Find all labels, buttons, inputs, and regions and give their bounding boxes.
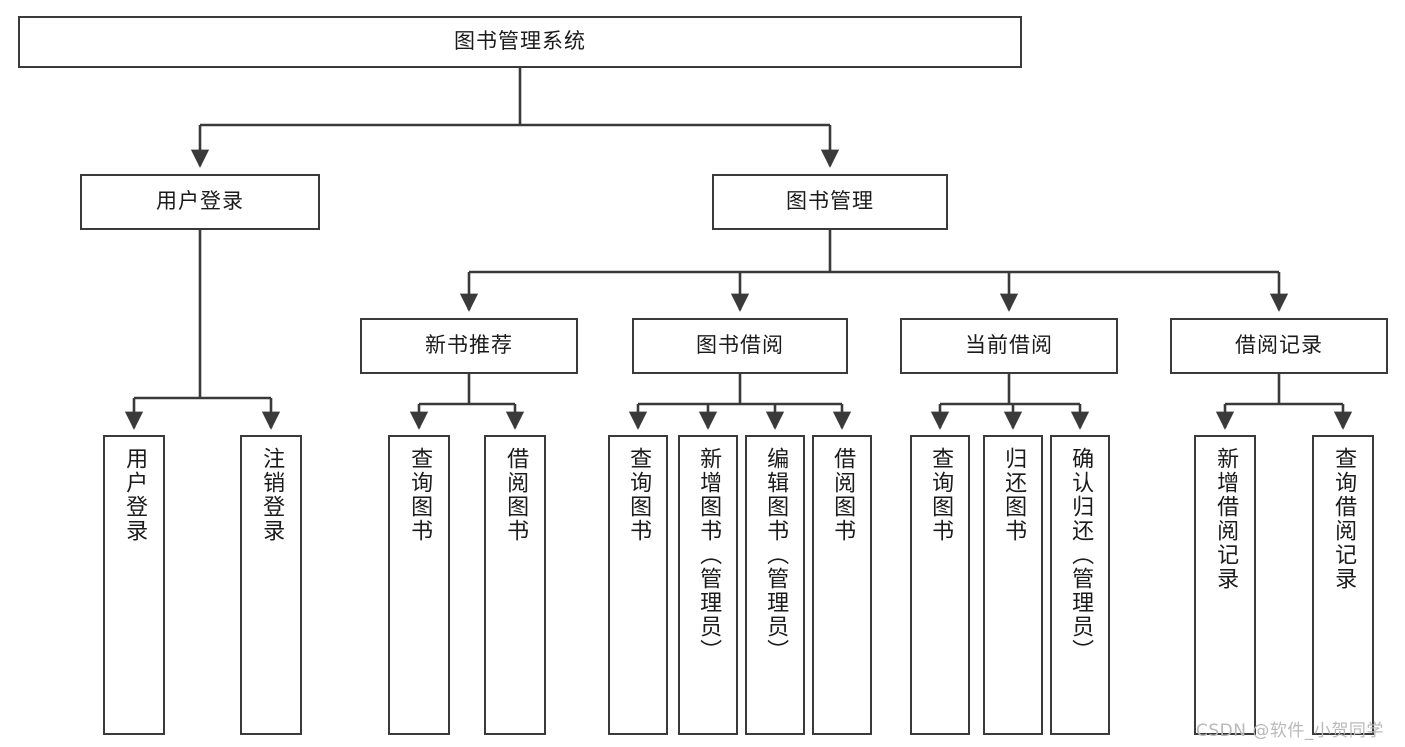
node-leaf-query-book-1[interactable]: 查询图书 xyxy=(388,435,450,735)
node-new-book-rec[interactable]: 新书推荐 xyxy=(360,318,578,374)
node-leaf-borrow-book-2[interactable]: 借阅图书 xyxy=(812,435,872,735)
node-leaf-add-book-admin[interactable]: 新增图书（管理员） xyxy=(678,435,738,735)
node-current-borrow[interactable]: 当前借阅 xyxy=(900,318,1118,374)
node-book-manage-label: 图书管理 xyxy=(786,189,874,214)
node-leaf-user-logout[interactable]: 注销登录 xyxy=(240,435,302,735)
node-leaf-add-book-admin-label: 新增图书（管理员） xyxy=(696,447,722,663)
node-leaf-query-record[interactable]: 查询借阅记录 xyxy=(1312,435,1374,735)
node-leaf-add-record[interactable]: 新增借阅记录 xyxy=(1194,435,1256,735)
node-root[interactable]: 图书管理系统 xyxy=(18,16,1022,68)
node-borrow-record-label: 借阅记录 xyxy=(1235,333,1323,358)
node-leaf-query-book-1-label: 查询图书 xyxy=(407,447,433,543)
node-leaf-query-record-label: 查询借阅记录 xyxy=(1331,447,1357,591)
node-leaf-borrow-book-1-label: 借阅图书 xyxy=(503,447,529,543)
node-new-book-rec-label: 新书推荐 xyxy=(425,333,513,358)
node-leaf-return-book[interactable]: 归还图书 xyxy=(983,435,1043,735)
node-book-manage[interactable]: 图书管理 xyxy=(712,174,948,230)
node-user-login[interactable]: 用户登录 xyxy=(80,174,320,230)
node-leaf-confirm-return-admin-label: 确认归还（管理员） xyxy=(1068,447,1094,663)
node-leaf-user-logout-label: 注销登录 xyxy=(259,447,285,543)
node-book-borrow-label: 图书借阅 xyxy=(696,333,784,358)
node-leaf-user-login[interactable]: 用户登录 xyxy=(103,435,165,735)
node-leaf-borrow-book-2-label: 借阅图书 xyxy=(830,447,856,543)
node-leaf-user-login-label: 用户登录 xyxy=(122,447,148,543)
node-leaf-query-book-2[interactable]: 查询图书 xyxy=(608,435,668,735)
node-root-label: 图书管理系统 xyxy=(454,29,586,54)
node-book-borrow[interactable]: 图书借阅 xyxy=(632,318,848,374)
node-leaf-add-record-label: 新增借阅记录 xyxy=(1213,447,1239,591)
node-borrow-record[interactable]: 借阅记录 xyxy=(1170,318,1388,374)
csdn-watermark: CSDN @软件_小贺同学 xyxy=(1196,721,1384,741)
node-leaf-confirm-return-admin[interactable]: 确认归还（管理员） xyxy=(1050,435,1110,735)
node-leaf-borrow-book-1[interactable]: 借阅图书 xyxy=(484,435,546,735)
node-leaf-query-book-3-label: 查询图书 xyxy=(928,447,954,543)
node-current-borrow-label: 当前借阅 xyxy=(965,333,1053,358)
node-leaf-query-book-2-label: 查询图书 xyxy=(626,447,652,543)
node-leaf-edit-book-admin[interactable]: 编辑图书（管理员） xyxy=(745,435,805,735)
node-user-login-label: 用户登录 xyxy=(156,189,244,214)
node-leaf-return-book-label: 归还图书 xyxy=(1001,447,1027,543)
node-leaf-query-book-3[interactable]: 查询图书 xyxy=(910,435,970,735)
node-leaf-edit-book-admin-label: 编辑图书（管理员） xyxy=(763,447,789,663)
